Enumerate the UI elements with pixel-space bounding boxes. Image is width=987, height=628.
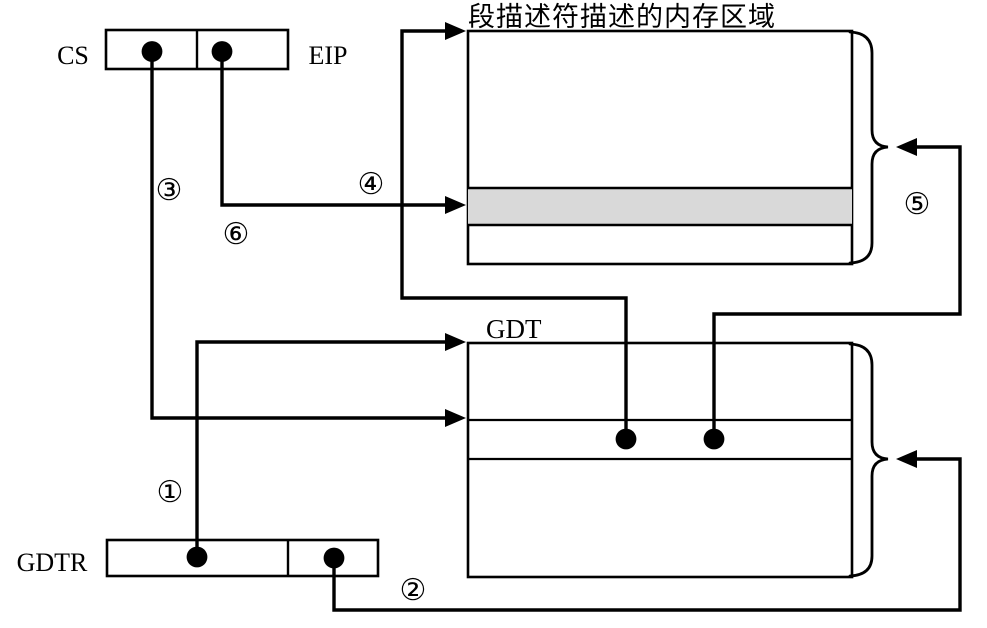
flow-step5-arrowhead	[896, 138, 917, 156]
step-5-label: ⑤	[904, 187, 931, 222]
flow-step3-line	[150, 52, 448, 420]
cs-eip-register	[104, 28, 290, 71]
step-3-label: ③	[156, 173, 183, 208]
cs-label: CS	[57, 41, 89, 70]
gdt-descriptor-base-dot	[615, 428, 637, 450]
flow-step4-line	[220, 52, 448, 207]
flow-step1-arrowhead	[445, 333, 466, 351]
step-1-label: ①	[157, 475, 184, 510]
cs-value-dot	[141, 41, 163, 62]
step-6-label: ⑥	[223, 217, 250, 252]
gdt-label: GDT	[486, 314, 542, 344]
gdt-brace	[848, 342, 889, 578]
step-4-label: ④	[358, 167, 385, 202]
flow-step2-line	[332, 457, 962, 612]
flow-step2-arrowhead	[896, 450, 917, 468]
memory-region	[466, 29, 889, 266]
gdt-table	[466, 341, 889, 579]
memory-region-highlight-row	[468, 188, 852, 225]
flow-step4-arrowhead	[445, 196, 466, 214]
memory-region-title: 段描述符描述的内存区域	[468, 2, 776, 32]
gdtr-label: GDTR	[17, 548, 88, 577]
flow-step1-line	[195, 340, 448, 556]
eip-label: EIP	[309, 41, 348, 70]
eip-value-dot	[211, 41, 233, 62]
flow-descriptor-base-arrowhead	[445, 22, 466, 40]
flow-step5-line	[712, 145, 962, 439]
memory-region-brace	[848, 30, 889, 265]
gdtr-base-dot	[186, 546, 208, 568]
memory-region-box	[466, 29, 854, 266]
flow-step3-arrowhead	[445, 409, 466, 427]
step-2-label: ②	[400, 573, 427, 608]
gdt-descriptor-limit-dot	[703, 428, 725, 450]
flow-descriptor-base-line	[400, 29, 628, 439]
gdtr-limit-dot	[323, 547, 345, 569]
